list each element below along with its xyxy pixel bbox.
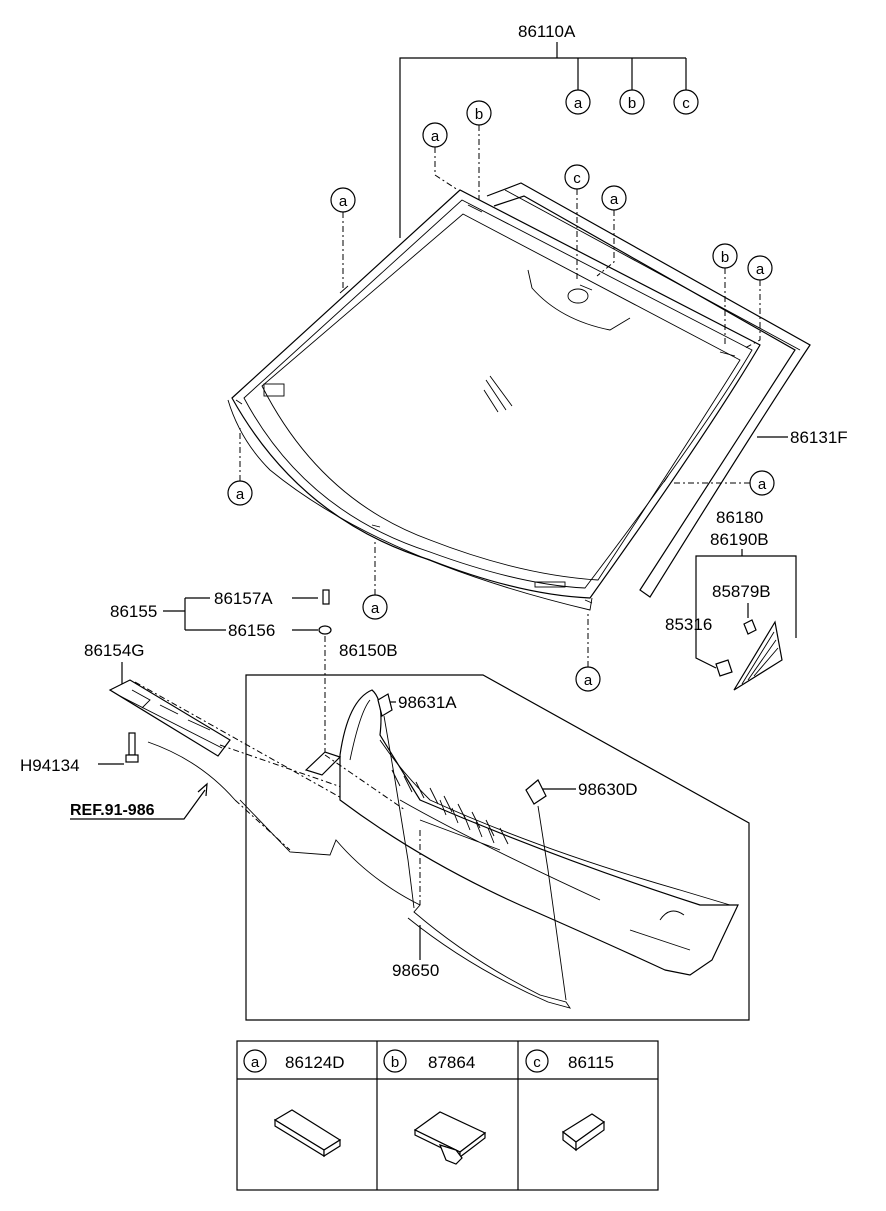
label-86190b: 86190B <box>710 530 769 549</box>
svg-text:a: a <box>756 261 765 278</box>
callout-b-right: b <box>712 243 738 345</box>
legend-part-86124d: 86124D <box>285 1053 345 1072</box>
callout-a-side: a <box>670 470 775 496</box>
label-86156: 86156 <box>228 621 275 640</box>
callout-a-lower-left: a <box>227 425 253 506</box>
screw-86157a <box>322 589 330 605</box>
label-86150b: 86150B <box>339 641 398 660</box>
label-86110a: 86110A <box>518 22 576 41</box>
label-86157a: 86157A <box>214 589 273 608</box>
callout-b-top: b <box>619 89 645 115</box>
windshield-glass <box>227 189 761 611</box>
legend-cell-a: a 86124D <box>243 1049 345 1158</box>
svg-text:c: c <box>573 170 581 187</box>
clip-85316 <box>715 659 733 677</box>
callout-a-left: a <box>330 187 356 288</box>
svg-text:a: a <box>339 193 348 210</box>
callout-a-bottom: a <box>362 540 388 620</box>
label-86154g: 86154G <box>84 641 145 660</box>
label-86155: 86155 <box>110 602 157 621</box>
label-86131f: 86131F <box>790 428 848 447</box>
bracket-86180 <box>695 549 797 650</box>
clip-86156 <box>318 625 332 635</box>
leader-ref <box>70 789 206 820</box>
label-ref-91-986: REF.91-986 <box>70 802 155 819</box>
svg-text:a: a <box>236 486 245 503</box>
svg-text:a: a <box>431 128 440 145</box>
svg-text:a: a <box>610 191 619 208</box>
label-86180: 86180 <box>716 508 763 527</box>
wire-harness <box>147 741 236 801</box>
legend-table <box>236 1040 659 1191</box>
label-98650: 98650 <box>392 961 439 980</box>
label-85316: 85316 <box>665 615 712 634</box>
box-86150b <box>245 674 750 1021</box>
svg-text:a: a <box>251 1054 260 1071</box>
nozzle-98631a <box>377 693 393 717</box>
callout-a-top: a <box>565 89 591 115</box>
svg-text:a: a <box>584 672 593 689</box>
callout-c-sensor: c <box>564 164 590 282</box>
legend-part-87864: 87864 <box>428 1053 475 1072</box>
legend-cell-c: c 86115 <box>525 1049 614 1152</box>
bracket-86155 <box>163 597 226 631</box>
svg-text:b: b <box>628 95 636 112</box>
svg-text:b: b <box>721 249 729 266</box>
callout-c-top: c <box>673 89 699 115</box>
svg-text:a: a <box>371 600 380 617</box>
clip-85879b <box>743 619 757 635</box>
svg-text:b: b <box>391 1054 399 1071</box>
molding-clip-86124d-icon <box>273 1109 342 1158</box>
garnish-piece <box>733 620 783 691</box>
svg-text:a: a <box>574 95 583 112</box>
svg-text:a: a <box>758 476 767 493</box>
svg-text:b: b <box>475 106 483 123</box>
cowl-panel-86150b <box>304 689 739 976</box>
label-h94134: H94134 <box>20 756 80 775</box>
callout-a-bottom-right: a <box>575 612 601 692</box>
bracket-86110a <box>399 42 687 238</box>
legend-cell-b: b 87864 <box>383 1049 487 1165</box>
bolt-h94134 <box>125 732 139 763</box>
callout-a-upper: a <box>422 122 459 191</box>
label-98631a: 98631A <box>398 693 457 712</box>
svg-text:c: c <box>533 1054 541 1071</box>
molding-86131f <box>486 182 811 598</box>
svg-text:c: c <box>682 95 690 112</box>
label-98630d: 98630D <box>578 780 638 799</box>
leader-85316 <box>695 650 717 669</box>
callout-a-right: a <box>744 255 773 349</box>
nozzle-98630d <box>525 779 547 805</box>
callout-a-sensor: a <box>596 185 627 277</box>
label-85879b: 85879B <box>712 582 771 601</box>
legend-part-86115: 86115 <box>568 1053 614 1072</box>
hose-98650 <box>234 715 572 1009</box>
callout-b-upper: b <box>466 100 492 200</box>
fastener-87864-icon <box>413 1111 487 1165</box>
pad-86115-icon <box>561 1113 606 1152</box>
cover-86154g <box>108 679 231 757</box>
